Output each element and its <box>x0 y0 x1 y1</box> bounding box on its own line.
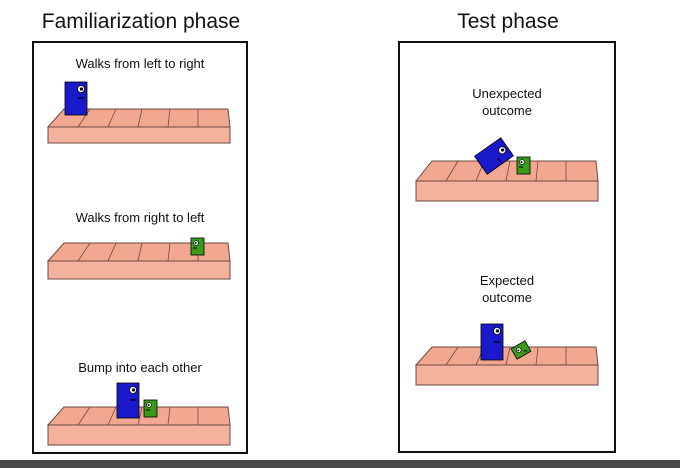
scene-unexpected-outcome <box>414 137 599 202</box>
familiarization-heading: Familiarization phase <box>41 10 241 33</box>
green-agent <box>190 237 205 256</box>
test-heading: Test phase <box>457 10 559 33</box>
scene-caption-right-to-left: Walks from right to left <box>75 210 205 225</box>
scene-caption-bump: Bump into each other <box>78 360 202 375</box>
green-agent <box>143 399 158 418</box>
platform <box>46 242 231 280</box>
blue-agent <box>116 382 140 419</box>
scene-expected-outcome <box>414 323 599 386</box>
scene-walk-right-to-left <box>46 237 231 280</box>
scene-caption-expected: Expected outcome <box>479 273 535 305</box>
blue-agent <box>480 323 504 361</box>
scene-bump <box>46 382 231 446</box>
blue-agent-tipped <box>474 137 514 175</box>
platform <box>414 346 599 386</box>
familiarization-panel: Walks from left to right Walks from righ… <box>32 41 248 454</box>
platform <box>46 108 231 144</box>
scene-walk-left-to-right <box>46 81 231 144</box>
scene-caption-unexpected: Unexpected outcome <box>472 86 542 118</box>
green-agent-tipped <box>510 340 532 360</box>
platform <box>414 160 599 202</box>
green-agent <box>516 156 531 175</box>
test-panel: Unexpected outcome Expected outcome <box>398 41 616 453</box>
blue-agent <box>64 81 88 116</box>
bottom-bar <box>0 460 680 468</box>
scene-caption-left-to-right: Walks from left to right <box>75 56 205 71</box>
